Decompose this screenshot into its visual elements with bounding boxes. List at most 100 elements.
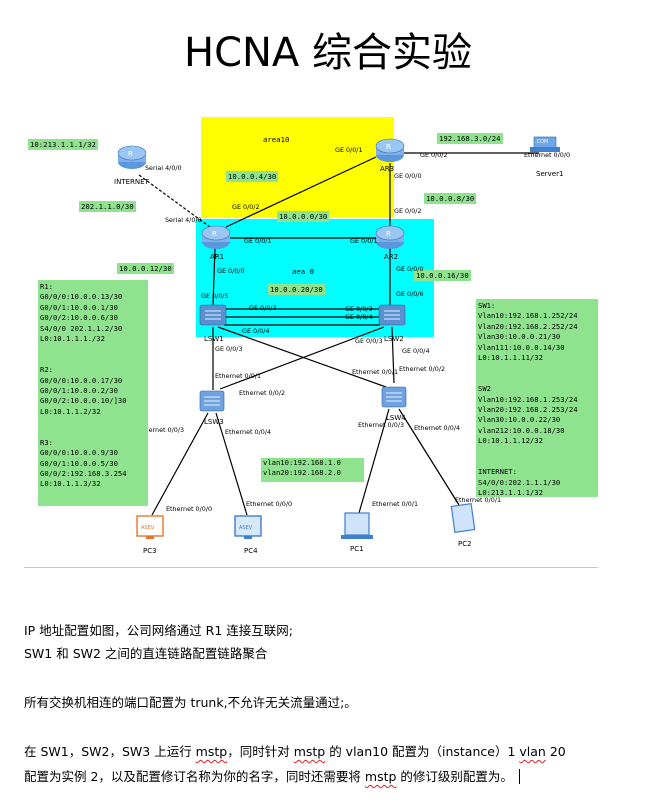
- port-ar2-ge000: GE 0/0/0: [396, 265, 424, 273]
- subnet-ar2-lsw2: 10.0.0.16/30: [414, 270, 471, 281]
- config-line: G0/0/2:10.0.0.6/30: [40, 313, 118, 323]
- port-lsw2-ge006: GE 0/0/6: [396, 290, 424, 298]
- paragraph-link-aggregation: SW1 和 SW2 之间的直连链路配置链路聚合: [24, 646, 268, 661]
- link-lsw4-pc1: [358, 408, 390, 514]
- port-lsw4-eth004: Ethernet 0/0/4: [414, 424, 461, 432]
- switch-icon-lsw3: [199, 390, 225, 412]
- link-lsw1-lsw4: [217, 326, 387, 388]
- server-icon-server1: [530, 136, 560, 152]
- text-run: 的修订级别配置为。: [396, 769, 513, 784]
- paragraph-ip-config: IP 地址配置如图，公司网络通过 R1 连接互联网;: [24, 623, 293, 638]
- port-lsw3-eth001: Ethernet 0/0/1: [215, 372, 262, 380]
- area10-label: area10: [263, 135, 290, 144]
- device-name-lsw3: LSW3: [204, 418, 224, 426]
- config-line: L0:10.1.1.1./32: [40, 333, 105, 343]
- link-ar1-lsw1: [212, 247, 216, 306]
- port-lsw1-ge003a: GE 0/0/3: [249, 304, 277, 312]
- text-run-mstp: mstp: [293, 744, 326, 759]
- port-server-eth: Ethernet 0/0/0: [524, 151, 571, 159]
- config-line: Vlan30:10.0.0.21/30: [478, 332, 561, 342]
- config-line: [40, 417, 148, 427]
- config-line: Vlan111:10.0.0.14/30: [478, 342, 565, 352]
- subnet-ar1-lsw1: 10.0.0.12/30: [117, 263, 174, 274]
- port-lsw2-ge004a: GE 0/0/4: [345, 313, 373, 321]
- svg-text:R: R: [386, 230, 391, 238]
- device-name-ar2: AR2: [384, 253, 399, 261]
- port-ar2-ge001: GE 0/0/1: [350, 237, 378, 245]
- config-line: SW2: [478, 384, 491, 394]
- text-run-vlan: vlan: [519, 744, 546, 759]
- port-lsw1-ge004: GE 0/0/4: [242, 327, 270, 335]
- device-name-pc1: PC1: [350, 545, 364, 553]
- config-line: L0:10.1.1.3/32: [40, 479, 101, 489]
- port-pc3-eth: Ethernet 0/0/0: [166, 505, 213, 513]
- paragraph-mstp-line1: 在 SW1，SW2，SW3 上运行 mstp，同时针对 mstp 的 vlan1…: [24, 743, 566, 761]
- device-name-lsw1: LSW1: [204, 335, 224, 343]
- text-run: ，同时针对: [227, 744, 294, 759]
- config-line: R3:: [40, 437, 53, 447]
- router-icon-ar2: R: [375, 225, 405, 249]
- text-run-mstp: mstp: [364, 769, 397, 784]
- config-line: G0/0/2:192.168.3.254: [40, 469, 127, 479]
- port-ar1-ge002: GE 0/0/2: [232, 203, 260, 211]
- config-line: G0/0/2:10.0.0.10/]30: [40, 396, 127, 406]
- config-line: Vlan10:192.168.1.252/24: [478, 311, 578, 321]
- config-line: vlan212:10.0.0.18/30: [478, 425, 565, 435]
- topology-links: R R R R: [117, 136, 560, 539]
- pc-icon-pc2: [450, 503, 476, 533]
- config-line: G0/0/1:10.0.0.1/30: [40, 302, 118, 312]
- port-pc2-eth: Ethernet 0/0/1: [455, 496, 502, 504]
- link-ar1-ar3: [225, 156, 377, 228]
- device-name-ar1: AR1: [210, 253, 225, 261]
- svg-text:ASEV: ASEV: [239, 525, 253, 531]
- port-lsw2-ge003a: GE 0/0/3: [345, 305, 373, 313]
- link-internet-ar1: [138, 174, 215, 231]
- device-name-server1: Server1: [536, 170, 564, 178]
- port-lsw1-ge003: GE 0/0/3: [215, 345, 243, 353]
- config-line: INTERNET:: [478, 467, 517, 477]
- port-lsw4-eth002: Ethernet 0/0/2: [399, 365, 446, 373]
- switch-icon-lsw1: [199, 304, 227, 326]
- network-topology-diagram: R R R R: [24, 115, 598, 568]
- svg-text:ASEV: ASEV: [141, 525, 155, 531]
- port-ar3-ge001: GE 0/0/1: [335, 146, 363, 154]
- config-line: Vlan30:10.0.0.22/30: [478, 415, 561, 425]
- config-line: [478, 374, 598, 384]
- port-lsw2-ge003: GE 0/0/3: [355, 337, 383, 345]
- link-lsw3-pc3: [151, 412, 209, 516]
- text-cursor: [518, 769, 521, 784]
- port-lsw4-eth001: Ethernet 0/0/1: [352, 368, 399, 376]
- pc-icon-pc3: ASEV: [136, 515, 164, 539]
- text-run: 的 vlan10 配置为（instance）1: [325, 744, 520, 759]
- paragraph-trunk: 所有交换机相连的端口配置为 trunk,不允许无关流量通过;。: [24, 695, 357, 710]
- config-line: S4/0/0 202.1.1.2/30: [40, 323, 123, 333]
- link-lsw3-pc4: [215, 412, 248, 516]
- router-icon-ar3: R: [375, 138, 405, 162]
- link-lsw4-pc2: [398, 408, 460, 506]
- config-line: S4/0/0:202.1.1.1/30: [478, 477, 561, 487]
- vlan-gateway-line: vlan20:192.168.2.0: [263, 468, 341, 478]
- switch-icon-lsw2: [378, 304, 406, 326]
- pc-icon-pc4: ASEV: [234, 515, 262, 539]
- text-run: 20: [545, 744, 566, 759]
- config-line: G0/0/0:10.0.0.17/30: [40, 375, 123, 385]
- router-icon-ar1: R: [201, 225, 231, 249]
- port-ar3-ge000: GE 0/0/0: [394, 172, 422, 180]
- port-ar1-ge000: GE 0/0/0: [217, 267, 245, 275]
- config-line: L0:10.1.1.12/32: [478, 436, 543, 446]
- link-lsw2-lsw3: [219, 326, 385, 390]
- router-icon-internet: R: [117, 145, 147, 169]
- config-line: [478, 363, 598, 373]
- port-internet-serial: Serial 4/0/0: [145, 164, 182, 172]
- device-name-lsw2: LSW2: [384, 335, 404, 343]
- port-pc1-eth: Ethernet 0/0/1: [372, 500, 419, 508]
- text-run: 配置为实例 2，以及配置修订名称为你的名字，同时还需要将: [24, 769, 365, 784]
- subnet-ar2-ar3: 10.0.0.8/30: [424, 193, 477, 204]
- text-run: 在 SW1，SW2，SW3 上运行: [24, 744, 196, 759]
- port-lsw3-eth004: Ethernet 0/0/4: [225, 428, 272, 436]
- subnet-internet-ar1: 202.1.1.0/30: [79, 201, 136, 212]
- port-lsw1-ge005: GE 0/0/5: [201, 292, 229, 300]
